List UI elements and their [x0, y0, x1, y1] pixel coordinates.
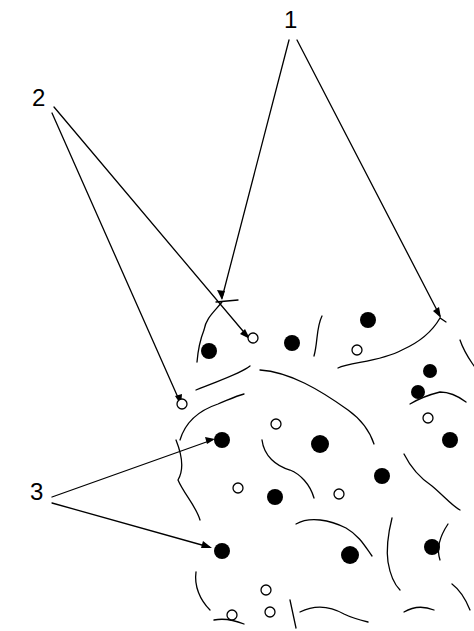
leader-lines [52, 40, 440, 547]
callout-number: 2 [32, 86, 45, 110]
filled-cells [201, 312, 458, 564]
open-cells [177, 333, 433, 620]
fibre-lines [176, 300, 474, 628]
callout-number: 1 [284, 8, 297, 32]
callout-number: 3 [30, 480, 43, 504]
arrow-heads [175, 290, 441, 548]
